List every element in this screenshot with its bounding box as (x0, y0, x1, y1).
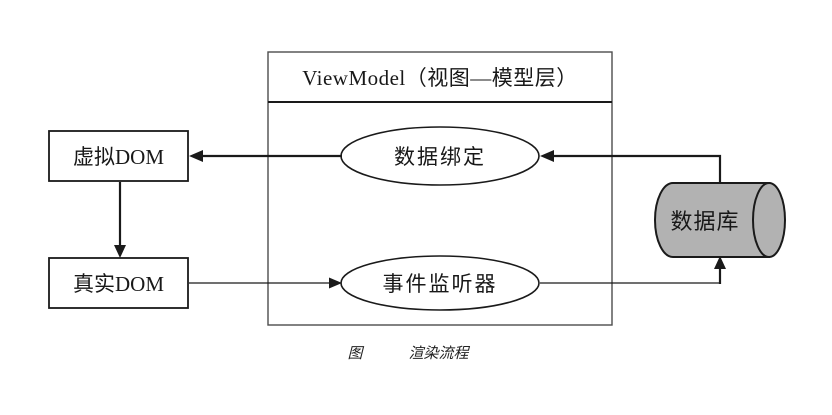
arrow-database-to-databinding (549, 154, 722, 183)
arrowhead-database-to-databinding (540, 150, 554, 162)
real-dom-label: 真实DOM (72, 272, 164, 296)
virtual-dom-box (48, 130, 189, 182)
database-cylinder-body (654, 182, 770, 258)
viewmodel-container-box (267, 51, 613, 326)
figure-caption-prefix: 图 (347, 345, 363, 362)
real-dom-box (48, 257, 189, 309)
database-label: 数据库 (670, 209, 740, 234)
viewmodel-title: ViewModel（视图—模型层） (302, 66, 578, 90)
arrowhead-virtualdom-to-realdom (114, 245, 126, 258)
data-binding-label: 数据绑定 (394, 145, 486, 169)
arrowhead-realdom-to-eventlistener (329, 277, 342, 289)
figure-caption-text: 渲染流程 (408, 345, 469, 362)
database-cylinder-cap (752, 182, 786, 258)
event-listener-label: 事件监听器 (382, 272, 498, 296)
arrowhead-eventlistener-to-database (714, 256, 726, 269)
figure-caption: 图 渲染流程 (293, 342, 523, 362)
arrowhead-databinding-to-virtualdom (189, 150, 203, 162)
virtual-dom-label: 虚拟DOM (72, 145, 164, 169)
